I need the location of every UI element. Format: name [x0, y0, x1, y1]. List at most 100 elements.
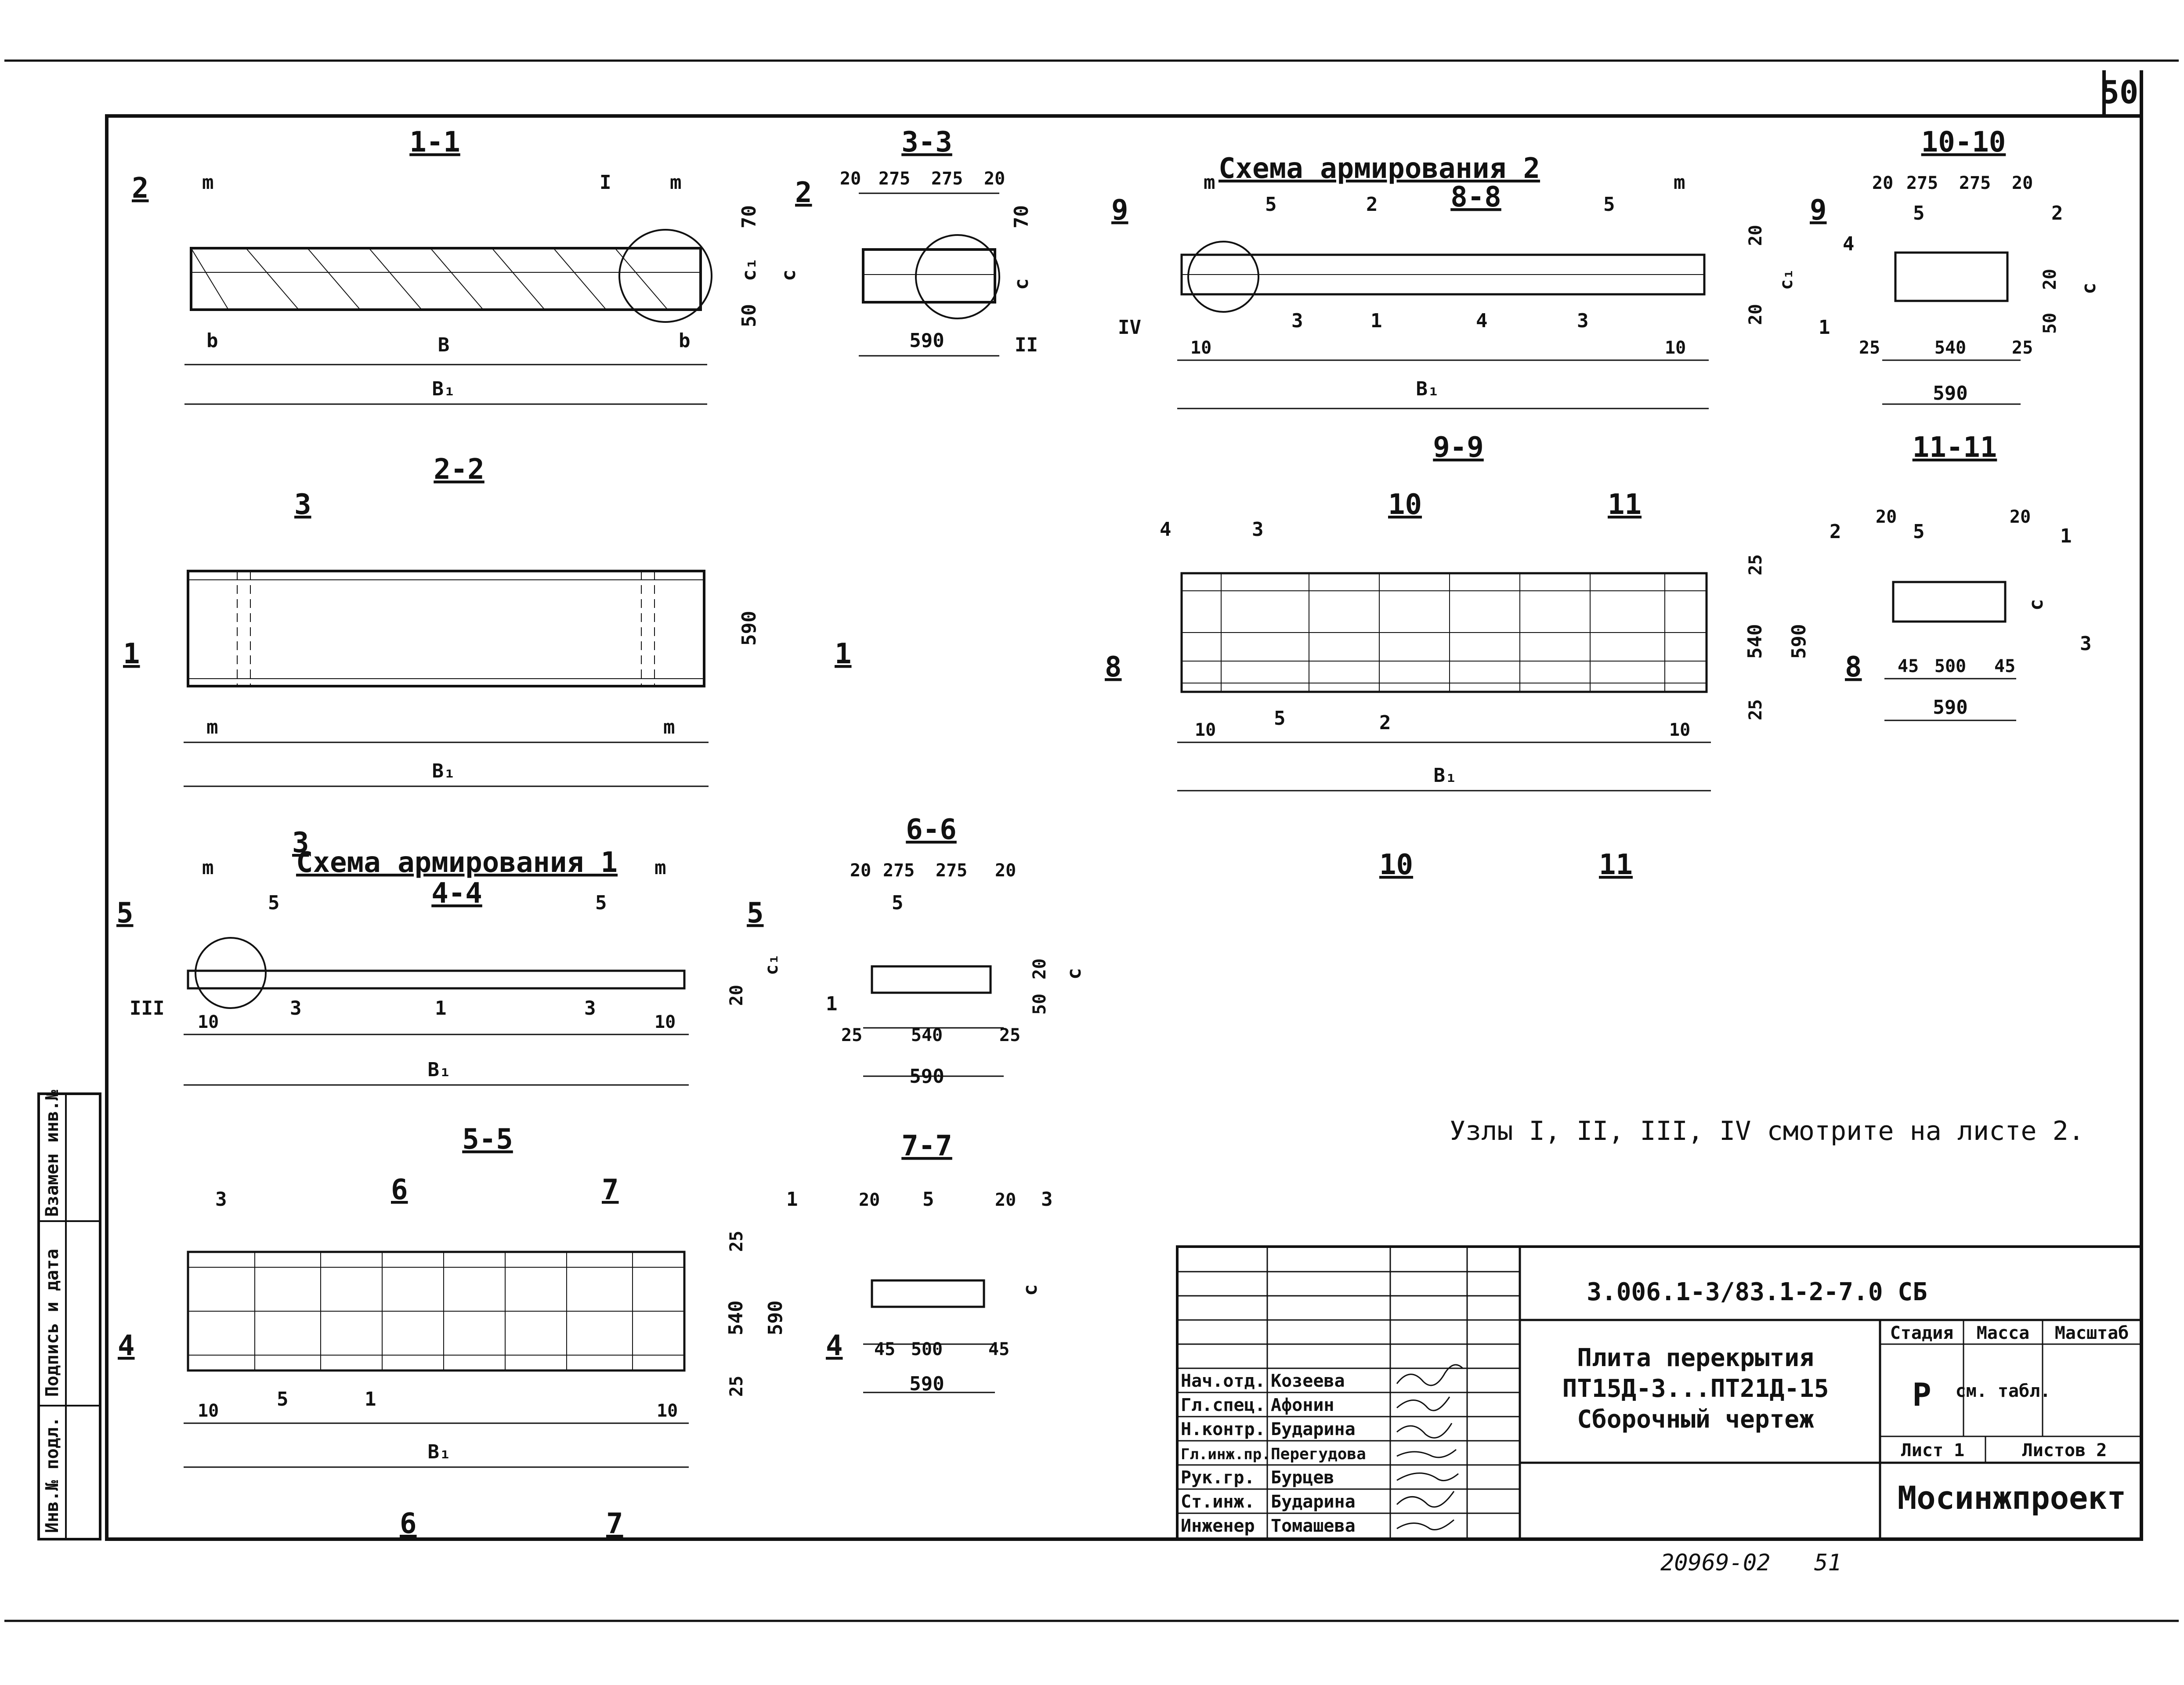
dim-45-r-s11: 45 — [1994, 656, 2015, 676]
dim-B: B — [438, 334, 450, 356]
dim-c1-s4: c₁ — [762, 954, 782, 975]
title-line-2: ПТ15Д-3...ПТ21Д-15 — [1562, 1374, 1829, 1403]
pos-1-s11: 1 — [2060, 525, 2072, 547]
dim-275-r-s10: 275 — [1959, 173, 1991, 193]
dim-25-l-s6: 25 — [841, 1025, 862, 1045]
cut-8-left: 8 — [1105, 651, 1122, 683]
pos-2-s8: 2 — [1366, 193, 1378, 216]
section-11-11: 11-11 20 20 45 500 45 590 2 5 1 3 c — [1830, 431, 2092, 721]
section-label-5-5: 5-5 — [462, 1123, 513, 1156]
drawing-frame — [105, 114, 2143, 1541]
dim-m-left: m — [202, 171, 214, 194]
pos-3-r-s8: 3 — [1577, 310, 1589, 332]
dim-25-b-s5: 25 — [727, 1376, 747, 1397]
section-label-4-4: 4-4 — [431, 877, 482, 910]
role-6: Инженер — [1181, 1516, 1255, 1536]
pos-4-s9: 4 — [1160, 518, 1172, 541]
cut-5-right: 5 — [747, 897, 764, 929]
title-block: 3.006.1-3/83.1-2-7.0 СБ Плита перекрытия… — [1176, 1245, 2143, 1540]
pos-5-s10: 5 — [1913, 202, 1925, 224]
sheet-index: Лист 1 — [1901, 1440, 1965, 1461]
dim-275-l-s3: 275 — [879, 169, 910, 189]
stamp-replaced-inv: Взамен инв.№ — [42, 1090, 62, 1217]
cut-11-bottom: 11 — [1599, 849, 1633, 881]
dim-10-l-s4: 10 — [198, 1012, 219, 1032]
dim-B1-s5: B₁ — [428, 1441, 451, 1463]
cut-4-left: 4 — [118, 1330, 135, 1362]
dim-B1-s8: B₁ — [1416, 378, 1439, 400]
dim-275-r-s3: 275 — [931, 169, 963, 189]
dim-275-l-s6: 275 — [883, 861, 915, 881]
scheme-2-title: Схема армирования 2 — [1219, 152, 1540, 185]
pos-1-s6: 1 — [826, 993, 838, 1015]
name-4: Бурцев — [1271, 1468, 1334, 1488]
dim-c1-s8: c₁ — [1776, 269, 1797, 290]
dim-10-r-s9: 10 — [1669, 720, 1690, 740]
cut-10-bottom: 10 — [1379, 849, 1413, 881]
dim-c1-s1: c₁ — [738, 258, 760, 281]
pos-5-s9: 5 — [1274, 707, 1286, 730]
pos-3-s7: 3 — [1041, 1188, 1053, 1211]
pos-3-s9: 3 — [1252, 518, 1264, 541]
dim-B1-s9: B₁ — [1434, 764, 1457, 787]
dim-m-r-s4: m — [654, 857, 666, 879]
dim-20-r-s11: 20 — [2010, 507, 2031, 527]
dim-B1-s2: B₁ — [432, 760, 456, 782]
dim-50-s10: 50 — [2040, 313, 2060, 334]
mass-header: Масса — [1977, 1323, 2029, 1343]
cut-9-left: 9 — [1111, 194, 1128, 227]
dim-500-s11: 500 — [1935, 656, 1966, 676]
pos-1-s4: 1 — [435, 997, 447, 1020]
dim-20-s4: 20 — [727, 985, 747, 1006]
dim-20-r-s10: 20 — [2012, 173, 2033, 193]
sheets-total: Листов 2 — [2022, 1440, 2107, 1461]
dim-20-r-s6: 20 — [995, 861, 1016, 881]
scheme-1-title: Схема армирования 1 — [296, 846, 618, 879]
name-6: Томашева — [1271, 1516, 1356, 1536]
dim-m-r-s2: m — [663, 716, 675, 738]
dim-10-r-s5: 10 — [657, 1401, 678, 1421]
dim-m-right: m — [670, 171, 682, 194]
dim-10-l-s9: 10 — [1195, 720, 1216, 740]
stamp-signature-date: Подпись и дата — [42, 1249, 62, 1397]
dim-10-l-s8: 10 — [1190, 338, 1211, 358]
dim-m-r-s8: m — [1674, 171, 1685, 194]
cut-3-top: 3 — [294, 488, 311, 521]
dim-590-s10: 590 — [1933, 382, 1967, 405]
page-number: 51 — [1814, 1550, 1842, 1576]
stamp-inv-podl: Инв.№ подл. — [42, 1417, 62, 1533]
scale-header: Масштаб — [2055, 1323, 2129, 1343]
dim-590-s11: 590 — [1933, 696, 1967, 719]
dim-20-l-s11: 20 — [1876, 507, 1897, 527]
name-5: Бударина — [1271, 1492, 1356, 1512]
dim-m-l-s2: m — [206, 716, 218, 738]
pos-2-s9: 2 — [1379, 712, 1391, 734]
section-label-9-9: 9-9 — [1433, 431, 1484, 464]
cut-3-bottom: 3 — [292, 827, 309, 859]
pos-2-s11: 2 — [1830, 521, 1841, 543]
dim-50-s6: 50 — [1030, 994, 1050, 1015]
pos-5-r-s8: 5 — [1603, 193, 1615, 216]
dim-20-s6: 20 — [1030, 958, 1050, 980]
dim-540-s10: 540 — [1935, 338, 1966, 358]
dim-c-s10: c — [2078, 283, 2100, 295]
cut-8-right: 8 — [1845, 651, 1862, 683]
dim-590-s9: 590 — [1788, 624, 1810, 659]
dim-B1-s4: B₁ — [428, 1059, 451, 1081]
section-label-2-2: 2-2 — [434, 453, 485, 486]
archive-number: 20969-02 — [1660, 1550, 1770, 1576]
section-5-5: 5-5 B₁ 10 10 3 5 1 6 7 6 7 4 4 25 540 59… — [118, 1123, 843, 1540]
sheet-number: 50 — [2101, 74, 2139, 111]
dim-20-r-s7: 20 — [995, 1190, 1016, 1210]
node-IV: IV — [1118, 316, 1141, 339]
dim-20-s10: 20 — [2040, 269, 2060, 290]
node-I: I — [600, 171, 611, 194]
dim-45-l-s11: 45 — [1898, 656, 1919, 676]
organization: Мосинжпроект — [1898, 1479, 2126, 1516]
dim-540-s9: 540 — [1744, 624, 1766, 659]
cut-2-left: 2 — [132, 172, 149, 205]
dim-25-r-s6: 25 — [999, 1025, 1020, 1045]
dim-45-r-s7: 45 — [988, 1339, 1009, 1360]
pos-5-s7: 5 — [922, 1188, 934, 1211]
pos-1-s8: 1 — [1370, 310, 1382, 332]
